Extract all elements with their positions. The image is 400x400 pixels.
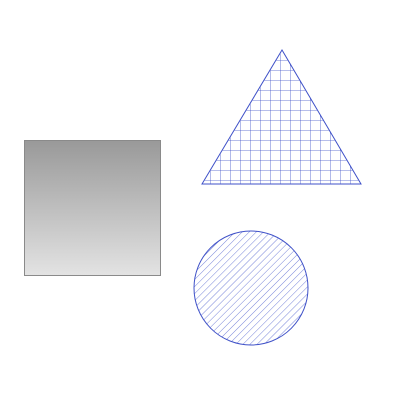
gradient-square: [24, 140, 161, 276]
hatched-circle: [193, 230, 309, 346]
hatched-triangle: [201, 49, 362, 185]
